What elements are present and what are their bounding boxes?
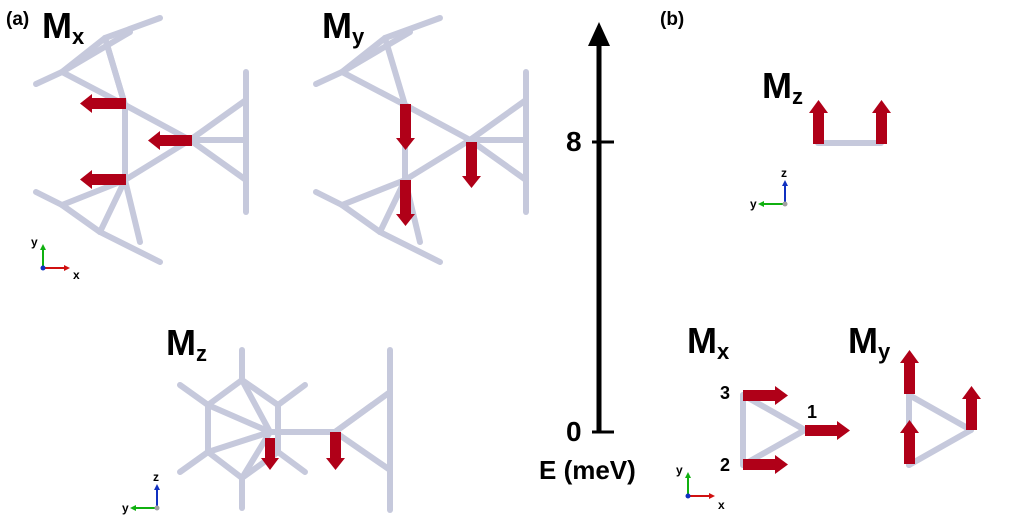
a-mz-arrow-1	[261, 438, 279, 470]
tick-0: 0	[566, 416, 582, 447]
b-xy-x-label: x	[718, 498, 725, 512]
b-my-label: My	[848, 320, 890, 363]
mode-subscript: y	[878, 339, 891, 364]
a-my-arrow-2	[462, 142, 481, 188]
mode-subscript: x	[717, 339, 730, 364]
b-yz-y-label: y	[750, 197, 757, 211]
a-yz-triad	[130, 484, 160, 511]
mode-subscript: x	[72, 24, 85, 49]
mode-letter: M	[322, 5, 352, 46]
site-label-3: 3	[720, 383, 731, 403]
mode-letter: M	[687, 320, 717, 361]
a-mz-arrows	[261, 432, 345, 470]
a-yz-y-label: y	[122, 501, 129, 515]
mode-letter: M	[42, 5, 72, 46]
a-mx-label: Mx	[42, 5, 84, 48]
b-mx-structure	[740, 392, 808, 468]
b-mx-arrows	[743, 386, 850, 474]
mode-subscript: z	[792, 84, 803, 109]
a-xy-x-label: x	[73, 268, 80, 282]
a-mz-arrow-2	[326, 432, 345, 470]
a-my-structure	[313, 15, 529, 265]
b-mz-label: Mz	[762, 65, 803, 108]
b-yz-z-label: z	[781, 166, 787, 180]
a-yz-z-label: z	[153, 470, 159, 484]
mode-letter: M	[848, 320, 878, 361]
b-my-arrow-3	[900, 420, 919, 464]
b-mx-arrow-site2	[743, 455, 788, 474]
a-xy-triad	[40, 244, 70, 271]
b-mx-arrow-site3	[743, 386, 788, 405]
a-xy-y-label: y	[31, 235, 38, 249]
b-xy-y-label: y	[676, 463, 683, 477]
mode-subscript: y	[352, 24, 365, 49]
b-mx-label: Mx	[687, 320, 729, 363]
mode-letter: M	[166, 322, 196, 363]
a-mx-arrows	[80, 94, 192, 189]
b-yz-triad	[758, 180, 788, 207]
panel-b-label: (b)	[660, 9, 685, 30]
mode-letter: M	[762, 65, 792, 106]
a-my-arrow-3	[396, 180, 415, 226]
tick-8: 8	[566, 126, 582, 157]
b-my-arrow-2	[962, 386, 981, 430]
b-mz-arrow-2	[872, 100, 891, 144]
a-my-label: My	[322, 5, 364, 48]
b-mx-arrow-site1	[805, 421, 850, 440]
b-my-arrows	[900, 350, 981, 464]
a-mx-arrow-1	[80, 94, 126, 113]
b-mz-arrows	[809, 100, 891, 144]
a-my-arrows	[396, 104, 481, 226]
panel-a-label: (a)	[6, 9, 30, 30]
b-mz-arrow-1	[809, 100, 828, 144]
energy-axis-label: E (meV)	[539, 455, 636, 485]
site-label-1: 1	[807, 402, 818, 422]
mode-subscript: z	[196, 341, 207, 366]
a-my-arrow-1	[396, 104, 415, 150]
energy-axis	[588, 22, 614, 434]
b-xy-triad	[685, 472, 715, 499]
a-mx-structure	[33, 15, 249, 265]
b-my-structure	[906, 392, 974, 468]
site-label-2: 2	[720, 455, 731, 475]
b-my-arrow-1	[900, 350, 919, 394]
a-mx-arrow-3	[80, 170, 126, 189]
a-mz-label: Mz	[166, 322, 207, 365]
a-mz-structure	[177, 347, 393, 513]
a-mx-arrow-2	[148, 131, 192, 150]
